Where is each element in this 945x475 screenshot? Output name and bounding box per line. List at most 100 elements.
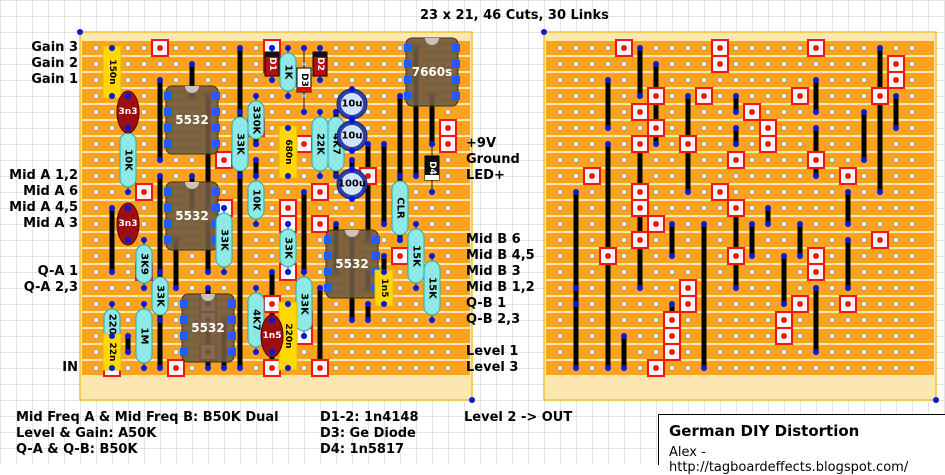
hole <box>749 301 755 307</box>
hole <box>765 333 771 339</box>
hole <box>445 269 451 275</box>
hole <box>365 45 371 51</box>
hole <box>589 365 595 371</box>
link-pad <box>637 45 643 51</box>
hole <box>93 157 99 163</box>
resistor-value: 33K <box>283 237 294 260</box>
link-pad <box>397 93 403 99</box>
resistor-pad <box>109 301 115 307</box>
hole <box>317 93 323 99</box>
hole <box>141 221 147 227</box>
hole <box>445 301 451 307</box>
ic-label: 7660s <box>412 65 453 79</box>
copper-strip <box>546 41 934 55</box>
hole <box>845 157 851 163</box>
link-pad <box>701 221 707 227</box>
hole <box>749 269 755 275</box>
wire-link <box>797 221 803 259</box>
ic-chip: 5532 <box>180 293 236 363</box>
cut-dot <box>733 253 739 259</box>
hole <box>557 45 563 51</box>
hole <box>93 77 99 83</box>
ic-notch <box>185 182 199 189</box>
cut-dot <box>141 189 147 195</box>
strip-cut <box>135 183 153 201</box>
hole <box>877 365 883 371</box>
hole <box>829 205 835 211</box>
wire-link <box>845 237 851 291</box>
resistor-pad <box>253 221 259 227</box>
hole <box>909 61 915 67</box>
hole <box>653 349 659 355</box>
resistor: 33K <box>151 269 169 323</box>
resistor: 1K <box>279 45 297 99</box>
resistor-value: 15K <box>411 245 422 268</box>
film-cap-value: 220n <box>283 323 293 348</box>
cap-pad <box>285 125 291 131</box>
hole <box>221 45 227 51</box>
ic-pin <box>164 220 172 228</box>
hole <box>845 365 851 371</box>
connection-label: Mid A 1,2 <box>9 168 78 183</box>
hole <box>589 237 595 243</box>
hole <box>909 221 915 227</box>
resistor-body <box>423 260 441 316</box>
link-pad <box>621 333 627 339</box>
film-cap-value: 1n5 <box>379 279 389 298</box>
cut-dot <box>669 349 675 355</box>
hole <box>333 365 339 371</box>
link-pad <box>573 189 579 195</box>
hole <box>877 349 883 355</box>
connection-label: Q-A 2,3 <box>23 280 78 295</box>
link-pad <box>653 61 659 67</box>
ic-pin <box>228 300 236 308</box>
resistor-value: 10K <box>123 149 134 172</box>
hole <box>365 77 371 83</box>
hole <box>909 205 915 211</box>
resistor-pad <box>253 93 259 99</box>
cut-dot <box>269 365 275 371</box>
hole <box>749 141 755 147</box>
ceramic-cap-body <box>116 202 140 246</box>
resistor-body <box>407 228 425 284</box>
strip-cut <box>583 167 601 185</box>
ic-pin <box>324 284 332 292</box>
cut-dot <box>781 317 787 323</box>
strip-cut <box>215 151 233 169</box>
hole <box>765 317 771 323</box>
hole <box>621 189 627 195</box>
resistor-pad <box>125 189 131 195</box>
hole <box>221 173 227 179</box>
hole <box>717 253 723 259</box>
hole <box>845 333 851 339</box>
hole <box>685 317 691 323</box>
ic-pin <box>452 76 460 84</box>
hole <box>365 93 371 99</box>
connection-label: Level 3 <box>466 360 519 375</box>
cut-dot <box>813 253 819 259</box>
copper-strip <box>546 169 934 183</box>
strip-cut <box>839 295 857 313</box>
hole <box>445 365 451 371</box>
hole <box>829 349 835 355</box>
hole <box>861 221 867 227</box>
resistor-pad <box>157 317 163 323</box>
hole <box>621 93 627 99</box>
hole <box>397 333 403 339</box>
resistor: 10K <box>119 125 137 195</box>
diode-label: D3 <box>299 73 309 87</box>
ic-pin <box>180 316 188 324</box>
hole <box>573 61 579 67</box>
hole <box>109 109 115 115</box>
hole <box>797 45 803 51</box>
strip-cut <box>679 295 697 313</box>
hole <box>317 237 323 243</box>
hole <box>445 285 451 291</box>
hole <box>781 157 787 163</box>
hole <box>221 109 227 115</box>
ic-label: 5532 <box>191 321 224 335</box>
wire-link <box>733 93 739 115</box>
hole <box>717 205 723 211</box>
hole <box>733 189 739 195</box>
cut-dot <box>365 173 371 179</box>
